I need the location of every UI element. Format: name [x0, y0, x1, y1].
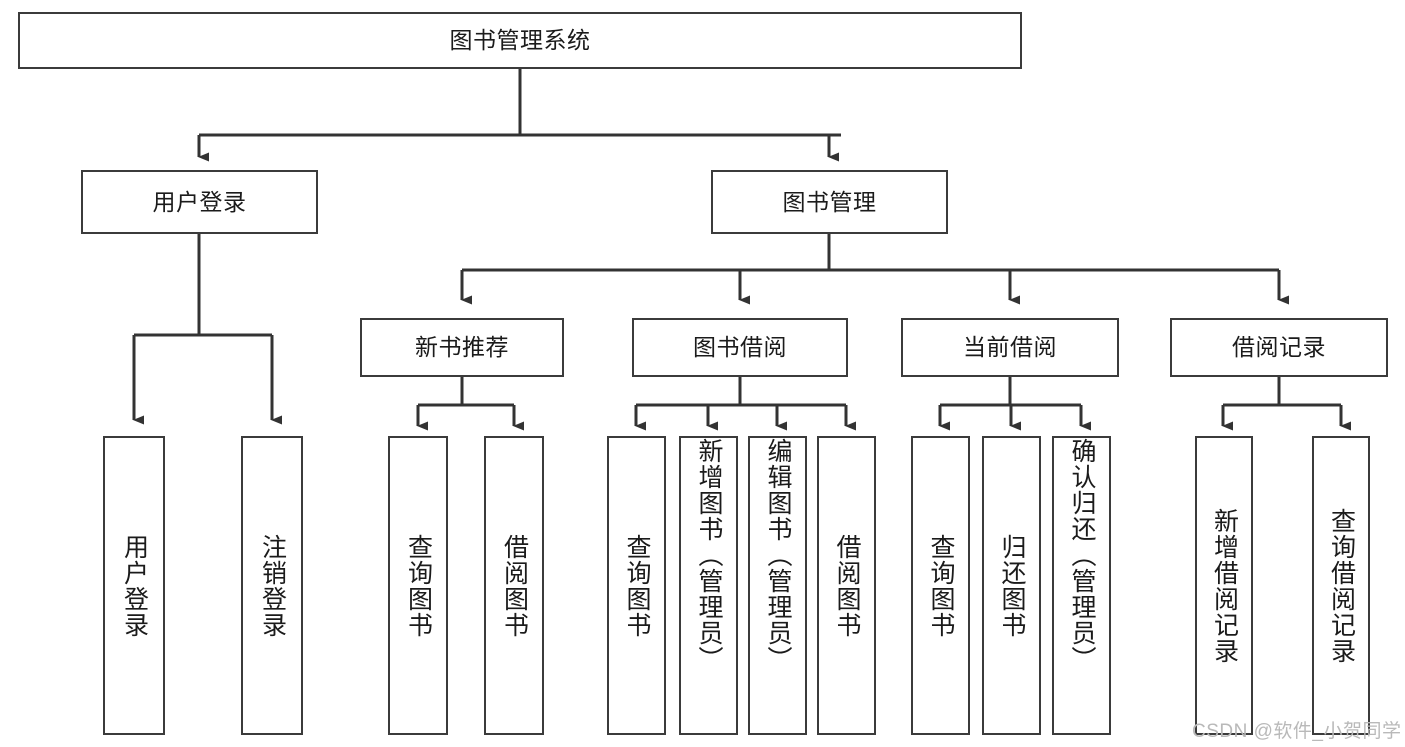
leaf-borrow-records-add-record[interactable]: 新增借阅记录	[1195, 436, 1253, 735]
leaf-current-borrow-confirm-return-admin[interactable]: 确认归还（管理员）	[1052, 436, 1111, 735]
leaf-book-borrow-query-book[interactable]: 查询图书	[607, 436, 666, 735]
leaf-user-login-login[interactable]: 用户登录	[103, 436, 165, 735]
node-current-borrow[interactable]: 当前借阅	[901, 318, 1119, 377]
node-new-book-recommend[interactable]: 新书推荐	[360, 318, 564, 377]
node-label: 查询借阅记录	[1327, 507, 1356, 664]
leaf-new-book-borrow-book[interactable]: 借阅图书	[484, 436, 544, 735]
node-label: 图书管理	[782, 188, 877, 215]
watermark-csdn: CSDN @软件_小贺同学	[1192, 721, 1402, 742]
node-label: 新增图书（管理员）	[695, 438, 723, 672]
node-label: 编辑图书（管理员）	[764, 438, 792, 672]
node-label: 用户登录	[152, 188, 247, 215]
node-label: 新增借阅记录	[1210, 507, 1239, 664]
leaf-new-book-query-book[interactable]: 查询图书	[388, 436, 448, 735]
node-label: 注销登录	[258, 533, 287, 638]
node-label: 图书管理系统	[449, 27, 591, 54]
node-label: 借阅图书	[833, 533, 861, 638]
leaf-current-borrow-query-book[interactable]: 查询图书	[911, 436, 970, 735]
node-label: 新书推荐	[415, 334, 509, 361]
node-label: 确认归还（管理员）	[1068, 438, 1096, 672]
leaf-book-borrow-borrow-book[interactable]: 借阅图书	[817, 436, 876, 735]
leaf-book-borrow-add-book-admin[interactable]: 新增图书（管理员）	[679, 436, 738, 735]
leaf-user-login-logout[interactable]: 注销登录	[241, 436, 303, 735]
node-label: 查询图书	[623, 533, 651, 638]
node-root-book-management-system[interactable]: 图书管理系统	[18, 12, 1022, 69]
leaf-book-borrow-edit-book-admin[interactable]: 编辑图书（管理员）	[748, 436, 807, 735]
node-book-management[interactable]: 图书管理	[711, 170, 948, 234]
node-borrow-records[interactable]: 借阅记录	[1170, 318, 1388, 377]
node-label: 图书借阅	[693, 334, 787, 361]
node-user-login[interactable]: 用户登录	[81, 170, 318, 234]
node-label: 查询图书	[404, 533, 433, 638]
node-label: 查询图书	[927, 533, 955, 638]
node-label: 借阅图书	[500, 533, 529, 638]
node-label: 归还图书	[998, 533, 1026, 638]
leaf-borrow-records-query-record[interactable]: 查询借阅记录	[1312, 436, 1370, 735]
node-book-borrow[interactable]: 图书借阅	[632, 318, 848, 377]
node-label: 当前借阅	[963, 334, 1057, 361]
node-label: 借阅记录	[1232, 334, 1326, 361]
leaf-current-borrow-return-book[interactable]: 归还图书	[982, 436, 1041, 735]
node-label: 用户登录	[120, 533, 149, 638]
